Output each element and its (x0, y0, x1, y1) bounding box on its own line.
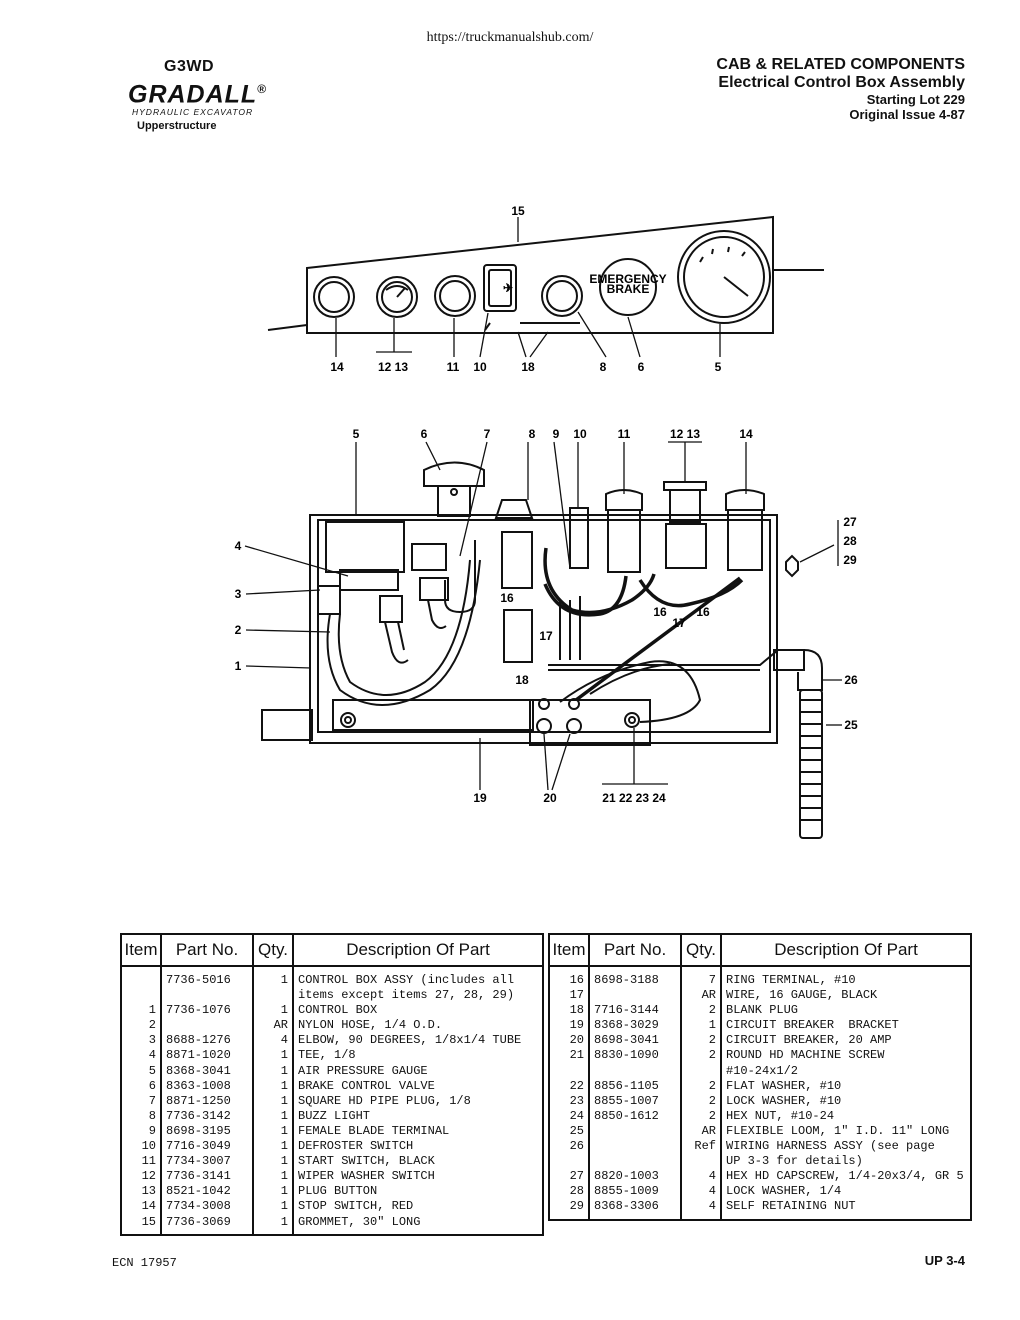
header-right: CAB & RELATED COMPONENTS Electrical Cont… (565, 56, 965, 122)
box-callout-21-24: 21 22 23 24 (602, 791, 666, 805)
lot-info: Starting Lot 229 (866, 92, 965, 107)
callout-10: 10 (473, 360, 487, 374)
box-callout-17b: 17 (672, 616, 686, 630)
box-callout-25: 25 (844, 718, 858, 732)
box-callout-17a: 17 (539, 629, 553, 643)
box-callout-7: 7 (484, 427, 491, 441)
control-box-drawing (261, 461, 823, 839)
brand-subtitle: HYDRAULIC EXCAVATOR (132, 107, 254, 118)
box-callout-5: 5 (353, 427, 360, 441)
callout-18: 18 (521, 360, 535, 374)
box-callout-18: 18 (515, 673, 529, 687)
table-row: 1 2 3 4 5 6 7 8 9 10 11 12 13 14 15 7736… (120, 966, 544, 1236)
qty-column: 7 AR 2 1 2 2 2 2 2 AR Ref 4 4 4 (680, 966, 722, 1221)
item-column: 1 2 3 4 5 6 7 8 9 10 11 12 13 14 15 (120, 966, 162, 1236)
qty-column: 1 1 AR 4 1 1 1 1 1 1 1 1 1 1 1 1 (252, 966, 294, 1236)
fan-switch-icon: ✈ (503, 281, 513, 295)
box-callout-9: 9 (553, 427, 560, 441)
box-callout-20: 20 (543, 791, 557, 805)
callout-5: 5 (715, 360, 722, 374)
source-url: https://truckmanualshub.com/ (426, 30, 594, 45)
box-callout-2: 2 (235, 623, 242, 637)
dash-panel-diagram: ✈ EMERGENCY BRAKE 15 14 12 13 11 10 18 8… (235, 204, 858, 839)
callout-6: 6 (638, 360, 645, 374)
callout-11: 11 (447, 360, 460, 374)
parts-table-left: Item Part No. Qty. Description Of Part 1… (120, 933, 544, 1236)
model-number: G3WD (164, 58, 214, 75)
col-desc-header: Description Of Part (720, 933, 972, 967)
box-callout-4: 4 (235, 539, 242, 553)
section-name: Upperstructure (137, 120, 217, 133)
box-callout-27: 27 (843, 515, 857, 529)
box-callout-16c: 16 (696, 605, 710, 619)
col-part-header: Part No. (588, 933, 682, 967)
box-callout-1: 1 (235, 659, 242, 673)
parts-table-right: Item Part No. Qty. Description Of Part 1… (548, 933, 972, 1221)
page-number: UP 3-4 (924, 1253, 965, 1268)
col-part-header: Part No. (160, 933, 254, 967)
desc-column: CONTROL BOX ASSY (includes all items exc… (292, 966, 544, 1236)
box-callout-6: 6 (421, 427, 428, 441)
box-callout-28: 28 (843, 534, 857, 548)
brand-name: GRADALL (128, 80, 258, 109)
brake-label-1: EMERGENCY (589, 272, 666, 286)
issue-info: Original Issue 4-87 (849, 107, 965, 122)
box-callout-3: 3 (235, 587, 242, 601)
part-column: 7736-5016 7736-1076 8688-1276 8871-1020 … (160, 966, 254, 1236)
col-item-header: Item (120, 933, 162, 967)
box-callout-19: 19 (473, 791, 487, 805)
brake-label-2: BRAKE (607, 282, 650, 296)
brand-logo: GRADALL® (128, 76, 282, 107)
registered-mark: ® (257, 82, 268, 96)
box-callout-8: 8 (529, 427, 536, 441)
page-subtitle: Electrical Control Box Assembly (718, 74, 965, 91)
header-left: G3WD GRADALL® HYDRAULIC EXCAVATOR Uppers… (112, 58, 282, 132)
callout-8: 8 (600, 360, 607, 374)
box-callout-14: 14 (739, 427, 753, 441)
box-callout-11: 11 (618, 427, 631, 441)
box-callout-16a: 16 (500, 591, 514, 605)
box-callout-16b: 16 (653, 605, 667, 619)
box-callout-26: 26 (844, 673, 858, 687)
col-qty-header: Qty. (680, 933, 722, 967)
box-callout-12-13: 12 13 (670, 427, 700, 441)
box-callout-29: 29 (843, 553, 857, 567)
callout-12-13: 12 13 (378, 360, 408, 374)
box-callout-10: 10 (573, 427, 587, 441)
ecn-number: ECN 17957 (112, 1256, 177, 1270)
callout-14: 14 (330, 360, 344, 374)
part-column: 8698-3188 7716-3144 8368-3029 8698-3041 … (588, 966, 682, 1221)
page-title: CAB & RELATED COMPONENTS (716, 56, 965, 73)
col-desc-header: Description Of Part (292, 933, 544, 967)
col-item-header: Item (548, 933, 590, 967)
callout-15: 15 (511, 204, 525, 218)
table-row: 16 17 18 19 20 21 22 23 24 25 26 27 28 2… (548, 966, 972, 1221)
col-qty-header: Qty. (252, 933, 294, 967)
desc-column: RING TERMINAL, #10 WIRE, 16 GAUGE, BLACK… (720, 966, 972, 1221)
item-column: 16 17 18 19 20 21 22 23 24 25 26 27 28 2… (548, 966, 590, 1221)
